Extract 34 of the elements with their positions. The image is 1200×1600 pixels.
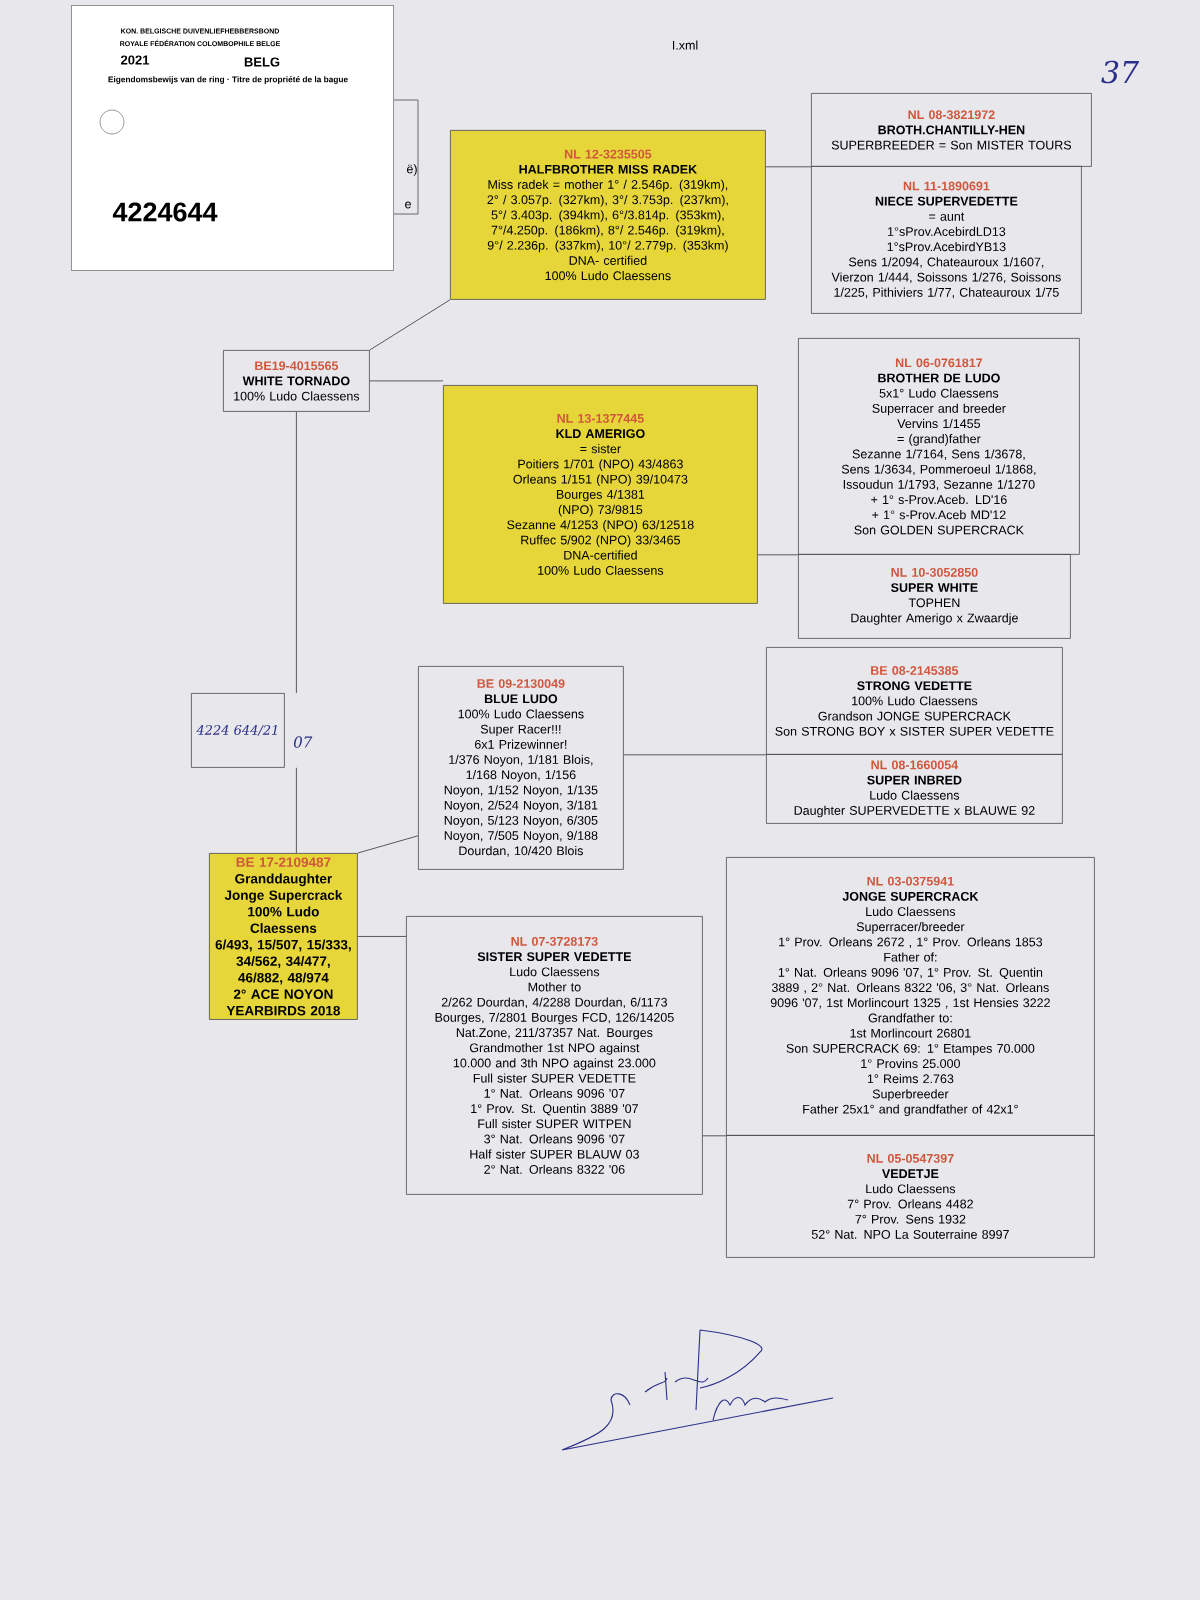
connector-line bbox=[295, 411, 297, 694]
pedigree-box: NL 06-0761817 BROTHER DE LUDO 5x1° Ludo Claessens Superracer and breeder Vervins 1/1455 = (grand)father Sezanne 1/7164, Sens 1/3678, Sens 1/3634, Pommeroeul 1/1868, Issoudun 1/1793, Sezanne 1/1270 + 1° s-Prov.Aceb. LD'16 + 1° s-Prov.Aceb MD'12 Son GOLDEN SUPERCRACK bbox=[798, 338, 1080, 555]
handwritten-box: 4224 644/21 bbox=[191, 693, 285, 768]
pedigree-box: NL 11-1890691 NIECE SUPERVEDETTE = aunt 1°sProv.AcebirdLD13 1°sProv.AcebirdYB13 Sens 1/2094, Chateauroux 1/1607, Vierzon 1/444, Soissons 1/276, Soissons 1/225, Pithiviers 1/77, Chateauroux 1/75 bbox=[811, 166, 1082, 314]
pedigree-box: NL 03-0375941 JONGE SUPERCRACK Ludo Claessens Superracer/breeder 1° Prov. Orleans 2672 , 1° Prov. Orleans 1853 Father of: 1° Nat. Orleans 9096 '07, 1° Prov. St. Quentin 3889 , 2° Nat. Orleans 8322 '06, 3° Nat. Orleans 9096 '07, 1st Morlincourt 1325 , 1st Hensies 3222 Grandfather to: 1st Morlincourt 26801 Son SUPERCRACK 69: 1° Etampes 70.000 1° Provins 25.000 1° Reims 2.763 Superbreeder Father 25x1° and grandfather of 42x1° bbox=[726, 857, 1095, 1136]
connector-line bbox=[702, 1135, 727, 1137]
pedigree-box: NL 08-3821972 BROTH.CHANTILLY-HEN SUPERBREEDER = Son MISTER TOURS bbox=[811, 93, 1092, 167]
card-text: Eigendomsbewijs van de ring · Titre de propriété de la bague bbox=[108, 76, 348, 84]
connector-line bbox=[295, 767, 297, 854]
pedigree-box: BE 17-2109487 Granddaughter Jonge Supercrack 100% Ludo Claessens 6/493, 15/507, 15/333, 34/562, 34/477, 46/882, 48/974 2° ACE NOYON YEARBIRDS 2018 bbox=[209, 853, 358, 1020]
handwritten-number: 37 bbox=[1101, 60, 1140, 84]
pedigree-box: BE 08-2145385 STRONG VEDETTE 100% Ludo Claessens Grandson JONGE SUPERCRACK Son STRONG BOY x SISTER SUPER VEDETTE bbox=[766, 647, 1063, 755]
pedigree-box: NL 05-0547397 VEDETJE Ludo Claessens 7° Prov. Orleans 4482 7° Prov. Sens 1932 52° Nat. NPO La Souterraine 8997 bbox=[726, 1135, 1095, 1258]
connector-line bbox=[757, 554, 799, 556]
connector-line bbox=[357, 936, 407, 937]
card-text: BELG bbox=[244, 57, 280, 67]
handwritten-note: 07 bbox=[293, 736, 313, 748]
card-text: 4224644 bbox=[112, 202, 218, 222]
pedigree-box: BE 09-2130049 BLUE LUDO 100% Ludo Claessens Super Racer!!! 6x1 Prizewinner! 1/376 Noyon, 1/181 Blois, 1/168 Noyon, 1/156 Noyon, 1/152 Noyon, 1/135 Noyon, 2/524 Noyon, 3/181 Noyon, 5/123 Noyon, 6/305 Noyon, 7/505 Noyon, 9/188 Dourdan, 10/420 Blois bbox=[418, 666, 624, 870]
connector-line bbox=[369, 380, 444, 382]
connector-line bbox=[357, 835, 419, 854]
pedigree-box: NL 10-3052850 SUPER WHITE TOPHEN Daughter Amerigo x Zwaardje bbox=[798, 554, 1071, 639]
connector-line bbox=[765, 166, 812, 168]
connector-line bbox=[369, 299, 451, 351]
connector-line bbox=[623, 754, 767, 756]
pedigree-box: NL 13-1377445 KLD AMERIGO = sister Poitiers 1/701 (NPO) 43/4863 Orleans 1/151 (NPO) 39/10473 Bourges 4/1381 (NPO) 73/9815 Sezanne 4/1253 (NPO) 63/12518 Ruffec 5/902 (NPO) 33/3465 DNA-certified 100% Ludo Claessens bbox=[443, 385, 758, 604]
text-label: ë) bbox=[407, 164, 417, 176]
text-label: e bbox=[405, 201, 411, 209]
pedigree-box: NL 12-3235505 HALFBROTHER MISS RADEK Miss radek = mother 1° / 2.546p. (319km), 2° / 3.057p. (327km), 3°/ 3.753p. (237km), 5°/ 3.403p. (394km), 6°/3.814p. (353km), 7°/4.250p. (186km), 8°/ 2.546p. (319km), 9°/ 2.236p. (337km), 10°/ 2.779p. (353km) DNA- certified 100% Ludo Claessens bbox=[450, 130, 766, 300]
pedigree-box: BE19-4015565 WHITE TORNADO 100% Ludo Claessens bbox=[223, 350, 370, 412]
text-label: I.xml bbox=[672, 40, 698, 50]
pedigree-box: NL 07-3728173 SISTER SUPER VEDETTE Ludo Claessens Mother to 2/262 Dourdan, 4/2288 Dourdan, 6/1173 Bourges, 7/2801 Bourges FCD, 126/14205 Nat.Zone, 211/37357 Nat. Bourges Grandmother 1st NPO against 10.000 and 3th NPO against 23.000 Full sister SUPER VEDETTE 1° Nat. Orleans 9096 '07 1° Prov. St. Quentin 3889 '07 Full sister SUPER WITPEN 3° Nat. Orleans 9096 '07 Half sister SUPER BLAUW 03 2° Nat. Orleans 8322 '06 bbox=[406, 916, 703, 1195]
pedigree-box: NL 08-1660054 SUPER INBRED Ludo Claessens Daughter SUPERVEDETTE x BLAUWE 92 bbox=[766, 754, 1063, 824]
card-text: 2021 bbox=[121, 55, 150, 65]
